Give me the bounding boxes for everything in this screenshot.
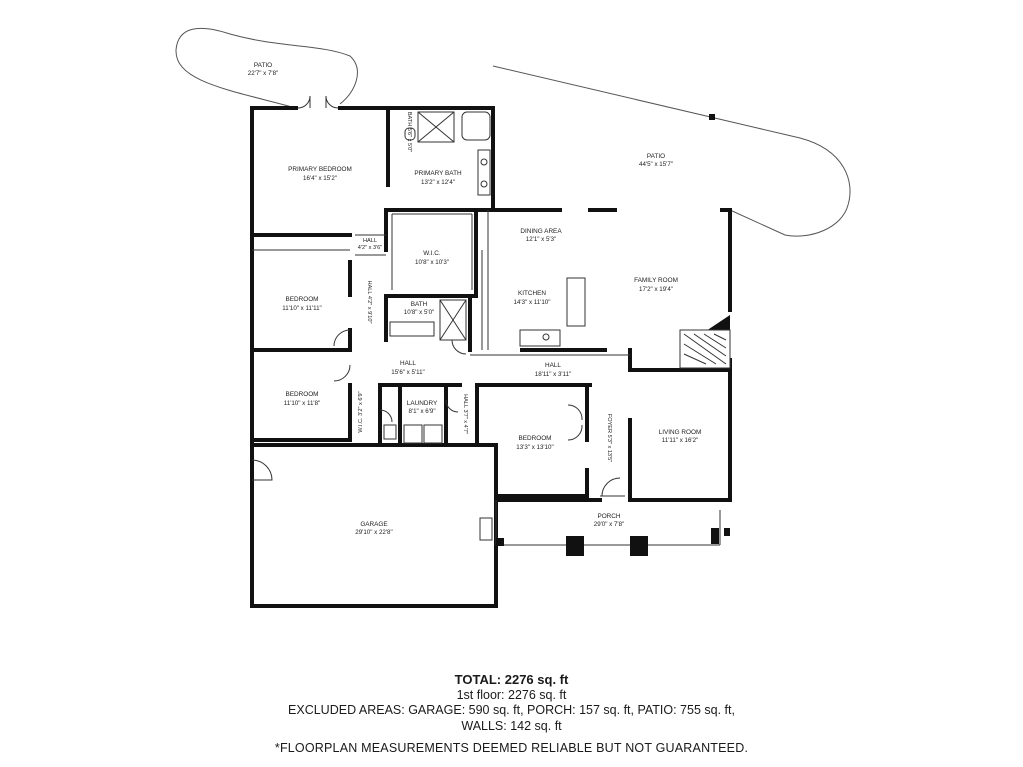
svg-text:4'2" x 3'6": 4'2" x 3'6" (358, 245, 382, 251)
vanity-primary (477, 149, 491, 196)
walls-area: WALLS: 142 sq. ft (461, 718, 562, 733)
label-patio-ne: PATIO (647, 153, 665, 160)
area-summary: TOTAL: 2276 sq. ft 1st floor: 2276 sq. f… (0, 672, 1023, 734)
patio-post (709, 114, 715, 120)
label-porch: PORCH (597, 513, 620, 520)
water-heater (383, 424, 397, 440)
label-patio-nw: PATIO (254, 62, 272, 69)
label-laundry: LAUNDRY (407, 400, 438, 407)
label-hall-main: HALL (400, 360, 416, 367)
fireplace (679, 315, 731, 369)
doors (251, 95, 621, 497)
excluded-areas: EXCLUDED AREAS: GARAGE: 590 sq. ft, PORC… (288, 703, 735, 717)
laundry-dryer (423, 424, 443, 444)
disclaimer: *FLOORPLAN MEASUREMENTS DEEMED RELIABLE … (274, 741, 749, 755)
svg-text:11'10" x 11'8": 11'10" x 11'8" (284, 400, 320, 407)
walls (250, 106, 732, 608)
label-dining: DINING AREA (520, 228, 562, 235)
svg-text:44'5" x 15'7": 44'5" x 15'7" (639, 161, 673, 168)
label-primary-bedroom: PRIMARY BEDROOM (288, 166, 352, 173)
laundry-washer (403, 424, 423, 444)
label-bedroom-3: BEDROOM (285, 391, 318, 398)
label-hall-small: HALL (363, 238, 377, 244)
kitchen-counter (519, 329, 561, 347)
wc-primary (404, 127, 416, 141)
interior-lines (252, 210, 721, 546)
label-hall-east: HALL (545, 362, 561, 369)
label-hall-short: HALL 3'7" x 4'7" (462, 394, 468, 434)
total-area: TOTAL: 2276 sq. ft (454, 672, 569, 687)
svg-text:10'8" x 5'0": 10'8" x 5'0" (404, 309, 435, 316)
porch-columns (496, 528, 730, 556)
label-family-room: FAMILY ROOM (634, 277, 678, 284)
fixtures (383, 111, 586, 541)
tub-primary (461, 111, 491, 141)
room-labels: PATIO 22'7" x 7'8" PATIO 44'5" x 15'7" P… (248, 62, 702, 536)
label-kitchen: KITCHEN (518, 290, 546, 297)
label-wic-small: W.I.C. 3'2" x 6'9" (358, 391, 364, 432)
label-bath: BATH (411, 301, 428, 308)
svg-text:13'3" x 13'10": 13'3" x 13'10" (516, 444, 553, 451)
bath-vanity (389, 321, 435, 337)
svg-text:8'1" x 6'9": 8'1" x 6'9" (408, 408, 435, 415)
label-bedroom-4: BEDROOM (518, 435, 551, 442)
svg-text:11'11" x 16'2": 11'11" x 16'2" (662, 437, 698, 444)
kitchen-island (566, 277, 586, 327)
svg-text:15'6" x 5'11": 15'6" x 5'11" (391, 369, 424, 376)
svg-text:17'2" x 19'4": 17'2" x 19'4" (639, 286, 673, 293)
label-bath-small: BATH 5'6" x 5'0" (406, 112, 412, 153)
patio-ne-outline (492, 65, 851, 237)
floor-area: 1st floor: 2276 sq. ft (456, 687, 567, 702)
label-wic: W.I.C. (423, 250, 441, 257)
garage-step (479, 517, 493, 541)
svg-text:13'2" x 12'4": 13'2" x 12'4" (421, 179, 455, 186)
floor-plan: PATIO 22'7" x 7'8" PATIO 44'5" x 15'7" P… (175, 27, 851, 608)
svg-text:12'1" x 5'3": 12'1" x 5'3" (526, 236, 557, 243)
svg-text:22'7" x 7'8": 22'7" x 7'8" (248, 70, 279, 77)
label-foyer: FOYER 5'3" x 13'5" (606, 414, 612, 462)
svg-text:11'10" x 11'11": 11'10" x 11'11" (282, 305, 321, 312)
label-bedroom-2: BEDROOM (285, 296, 318, 303)
svg-text:29'0" x 7'8": 29'0" x 7'8" (594, 521, 625, 528)
svg-text:14'3" x 11'10": 14'3" x 11'10" (514, 299, 551, 306)
patio-nw-outline (175, 27, 358, 109)
label-garage: GARAGE (360, 521, 387, 528)
svg-text:10'8" x 10'3": 10'8" x 10'3" (415, 259, 449, 266)
label-hall-vert: HALL 4'2" x 9'10" (366, 281, 372, 324)
label-living-room: LIVING ROOM (659, 429, 702, 436)
svg-text:16'4" x 15'2": 16'4" x 15'2" (303, 175, 337, 182)
svg-text:18'11" x 3'11": 18'11" x 3'11" (535, 371, 571, 378)
label-primary-bath: PRIMARY BATH (414, 170, 462, 177)
svg-text:29'10" x 22'8": 29'10" x 22'8" (355, 529, 392, 536)
